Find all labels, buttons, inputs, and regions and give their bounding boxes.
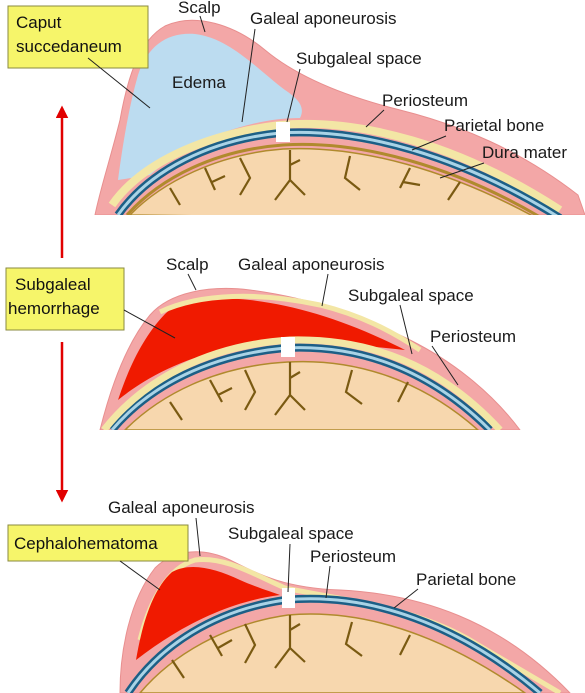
label-subgaleal-3: Subgaleal space [228,524,354,543]
callout-subgaleal-line2: hemorrhage [8,299,100,318]
label-galeal-3: Galeal aponeurosis [108,498,254,517]
panel-subgaleal [99,287,521,430]
label-galeal-2: Galeal aponeurosis [238,255,384,274]
brain-surface-2 [123,360,480,430]
brain-sulci [169,150,461,206]
brain-surface-3 [139,613,527,693]
label-scalp-1: Scalp [178,0,221,17]
brain-sulci-2 [169,362,409,421]
callout-caput-line1: Caput [16,13,62,32]
hemorrhage-region [118,298,405,400]
callout-caput-line2: succedaneum [16,37,122,56]
label-edema: Edema [172,73,226,92]
hematoma-region [136,566,280,660]
label-galeal-1: Galeal aponeurosis [250,9,396,28]
brain-sulci-3 [171,615,411,679]
label-subgaleal-2: Subgaleal space [348,286,474,305]
panel-caput [94,19,585,215]
label-parietal-1: Parietal bone [444,116,544,135]
callout-subgaleal: Subgaleal hemorrhage [5,267,125,331]
label-periosteum-2: Periosteum [430,327,516,346]
galeal-aponeurosis-layer-2 [158,293,422,353]
label-dura: Dura mater [482,143,567,162]
panel-cephalohematoma [119,551,571,693]
label-parietal-3: Parietal bone [416,570,516,589]
callout-cephalohematoma: Cephalohematoma [7,524,189,562]
brain-surface [128,147,533,215]
callout-cephalohematoma-text: Cephalohematoma [14,534,158,553]
callout-caput: Caput succedaneum [7,5,149,69]
callout-subgaleal-line1: Subgaleal [15,275,91,294]
label-subgaleal-1: Subgaleal space [296,49,422,68]
label-periosteum-1: Periosteum [382,91,468,110]
label-scalp-2: Scalp [166,255,209,274]
label-periosteum-3: Periosteum [310,547,396,566]
dura-mater [125,142,540,215]
edema-region [118,33,302,180]
